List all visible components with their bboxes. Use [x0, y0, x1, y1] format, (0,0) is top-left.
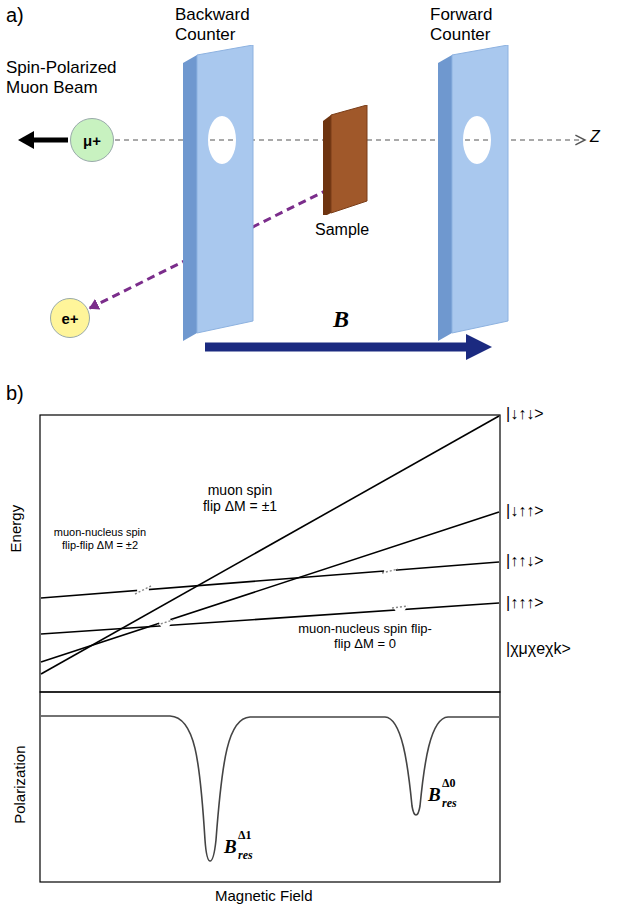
field-symbol: B: [224, 836, 237, 858]
axis-title: Polarization: [11, 745, 28, 823]
counter-side: [183, 55, 197, 341]
field-symbol: B: [333, 306, 349, 334]
counter-face: [452, 45, 508, 333]
transition-label: muon-nucleus spin flip-flip ΔM = ±2: [44, 526, 156, 551]
axis-title: Magnetic Field: [215, 887, 313, 904]
polarization-frame: [40, 692, 500, 882]
state-label: |↓↑↑>: [506, 502, 544, 520]
part-name: Backward Counter: [175, 5, 295, 46]
polarization-curve: [41, 716, 499, 861]
counter-plate: Backward Counter: [175, 5, 295, 340]
field-arrow-head: [466, 334, 492, 360]
counter-drawing: [430, 45, 520, 345]
sample-block: Sample: [315, 105, 390, 245]
transition-label: muon-nucleus spin flip-flip ΔM = 0: [290, 622, 440, 652]
part-name: Sample: [315, 221, 369, 239]
particle-circle: μ+: [70, 118, 114, 162]
field-arrow: [205, 343, 470, 352]
part-name: Forward Counter: [430, 5, 550, 46]
particle-name: e+: [51, 299, 89, 337]
state-label: |↑↑↓>: [506, 552, 544, 570]
energy-levels: [41, 416, 499, 674]
sample-drawing: [315, 105, 375, 215]
superscript: Δ1: [238, 829, 252, 843]
counter-side: [438, 55, 452, 341]
counter-plate: Forward Counter: [430, 5, 550, 340]
axis-title: Energy: [7, 505, 24, 553]
crossing-dots: [135, 569, 408, 625]
counter-hole: [208, 116, 236, 164]
particle-circle: e+: [50, 298, 90, 338]
panel-letter: b): [6, 382, 24, 405]
superscript: Δ0: [442, 777, 456, 791]
crossing-gaps: [137, 565, 406, 628]
state-label: |↓↑↓>: [506, 405, 544, 423]
counter-drawing: [175, 45, 265, 345]
field-symbol: B: [428, 784, 441, 806]
subscript: res: [238, 849, 253, 863]
spin-arrow: [32, 138, 68, 143]
axis-name: Z: [590, 128, 600, 146]
panel-letter: a): [6, 4, 24, 27]
state-label: |↑↑↑>: [506, 594, 544, 612]
spin-arrow-head: [18, 131, 34, 149]
energy-frame: [40, 415, 500, 692]
state-label: |χμχeχk>: [506, 640, 571, 658]
subscript: res: [442, 797, 457, 811]
transition-label: muon spin flip ΔM = ±1: [200, 482, 280, 514]
counter-hole: [463, 116, 491, 164]
counter-face: [197, 45, 253, 333]
beam-name: Spin-Polarized Muon Beam: [6, 58, 156, 97]
particle-name: μ+: [71, 119, 113, 161]
